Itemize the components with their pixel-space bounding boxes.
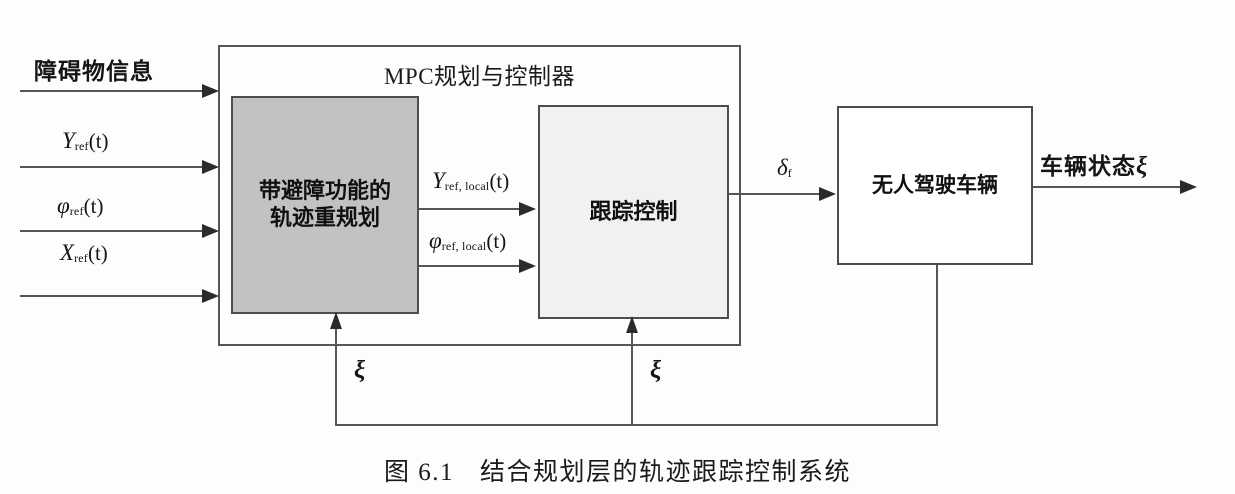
input-sub-phi-ref: ref (69, 204, 84, 219)
input-label-x-ref: Xref(t) (60, 240, 108, 266)
input-label-y-ref: Yref(t) (62, 128, 109, 154)
input-line-x-ref (20, 295, 205, 297)
mpc-container-box (218, 45, 741, 346)
block-tracking-control: 跟踪控制 (538, 105, 729, 319)
input-arg-y-ref: (t) (88, 129, 109, 153)
feedback-line-vertical-to-tracking (631, 330, 633, 425)
input-sub-y-ref: ref (74, 139, 89, 154)
block-unmanned-vehicle-label: 无人驾驶车辆 (872, 173, 998, 197)
feedback-line-vertical-to-replanning (335, 326, 337, 425)
output-label-vehicle-state: 车辆状态ξ (1040, 147, 1148, 181)
signal-symbol-phi-ref-local: φ (429, 228, 442, 253)
output-label-text: 车辆状态 (1040, 153, 1136, 179)
block-trajectory-replanning-label: 带避障功能的 轨迹重规划 (258, 178, 391, 230)
control-signal-line-delta-f (729, 193, 821, 195)
signal-arrow-phi-ref-local (519, 259, 536, 273)
signal-sub-y-ref-local: ref, local (444, 179, 490, 194)
figure-caption-text: 结合规划层的轨迹跟踪控制系统 (480, 458, 852, 486)
figure-caption: 图 6.1 结合规划层的轨迹跟踪控制系统 (0, 452, 1235, 488)
feedback-line-vertical-from-vehicle (936, 265, 938, 426)
control-signal-sub-f: f (787, 166, 792, 181)
signal-line-phi-ref-local (419, 265, 521, 267)
signal-label-y-ref-local: Yref, local(t) (432, 168, 509, 194)
input-sub-x-ref: ref (74, 251, 88, 266)
input-arrow-x-ref (202, 289, 219, 303)
input-line-obstacle (20, 90, 205, 92)
block-trajectory-replanning: 带避障功能的 轨迹重规划 (231, 96, 419, 314)
input-arg-phi-ref: (t) (83, 194, 104, 218)
input-arg-x-ref: (t) (87, 241, 108, 265)
input-label-phi-ref: φref(t) (57, 193, 103, 219)
signal-symbol-y-ref-local: Y (432, 168, 445, 193)
signal-line-y-ref-local (419, 208, 521, 210)
figure-caption-number: 图 6.1 (383, 459, 454, 486)
signal-arg-phi-ref-local: (t) (486, 229, 507, 253)
mpc-container-title: MPC规划与控制器 (383, 64, 576, 89)
signal-label-phi-ref-local: φref, local(t) (429, 228, 506, 254)
input-symbol-phi-ref: φ (57, 193, 70, 218)
block-tracking-control-label: 跟踪控制 (589, 198, 678, 224)
input-arrow-obstacle (202, 84, 219, 98)
block-unmanned-vehicle: 无人驾驶车辆 (837, 106, 1033, 265)
control-signal-arrow-delta-f (819, 187, 836, 201)
feedback-line-horizontal-bus (335, 424, 938, 426)
control-signal-symbol-delta: δ (777, 155, 788, 180)
signal-arrow-y-ref-local (519, 202, 536, 216)
input-symbol-x-ref: X (60, 240, 75, 265)
input-arrow-phi-ref (202, 224, 219, 238)
signal-sub-phi-ref-local: ref, local (441, 239, 487, 254)
signal-arg-y-ref-local: (t) (489, 169, 510, 193)
output-symbol-xi: ξ (1136, 153, 1149, 180)
feedback-arrow-to-replanning (330, 312, 342, 329)
input-line-y-ref (20, 166, 205, 168)
input-symbol-y-ref: Y (62, 128, 75, 153)
feedback-arrow-to-tracking (626, 316, 638, 333)
input-arrow-y-ref (202, 160, 219, 174)
input-label-obstacle: 障碍物信息 (34, 58, 154, 84)
feedback-label-xi-right: ξ (650, 357, 662, 384)
output-arrow-vehicle-state (1180, 180, 1197, 194)
feedback-label-xi-left: ξ (354, 357, 366, 384)
control-signal-label-delta-f: δf (777, 155, 792, 181)
output-line-vehicle-state (1033, 186, 1183, 188)
input-line-phi-ref (20, 230, 205, 232)
